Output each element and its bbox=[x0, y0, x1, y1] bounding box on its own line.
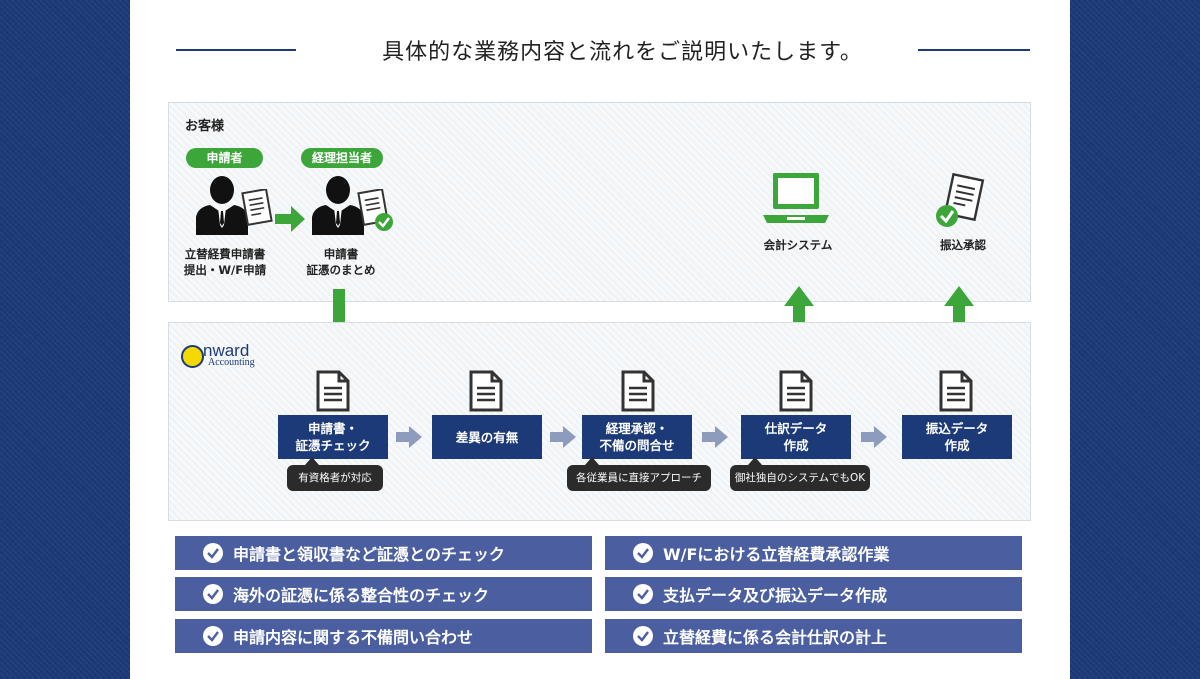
feature-text-5: 申請内容に関する不備問い合わせ bbox=[233, 628, 474, 647]
page-title: 具体的な業務内容と流れをご説明いたします。 bbox=[382, 40, 863, 65]
title-divider-right bbox=[918, 49, 1030, 51]
step-5-line2: 作成 bbox=[944, 438, 970, 453]
step-document-icon-1 bbox=[316, 370, 350, 412]
step-box-approval-inquiry: 経理承認・不備の問合せ bbox=[582, 415, 692, 459]
feature-item-3: 海外の証憑に係る整合性のチェック bbox=[175, 577, 592, 611]
transfer-approval-document-icon bbox=[936, 173, 985, 227]
title-divider-left bbox=[176, 49, 296, 51]
accounting-system-caption: 会計システム bbox=[763, 238, 833, 252]
manager-caption-line1: 申請書 bbox=[323, 247, 359, 261]
arrow-right-gray-icon-4 bbox=[861, 426, 887, 448]
manager-caption-line2: 証憑のまとめ bbox=[306, 263, 376, 277]
onward-logo-word: nward bbox=[203, 341, 250, 360]
role-badge-applicant: 申請者 bbox=[186, 148, 263, 168]
step-document-icon-2 bbox=[469, 370, 503, 412]
feature-item-4: 支払データ及び振込データ作成 bbox=[605, 577, 1022, 611]
check-circle-icon bbox=[633, 584, 653, 604]
arrow-right-gray-icon-2 bbox=[550, 426, 576, 448]
step-document-icon-5 bbox=[939, 370, 973, 412]
step-1-line2: 証憑チェック bbox=[295, 438, 371, 453]
step-3-line1: 経理承認・ bbox=[605, 421, 669, 436]
step-box-discrepancy: 差異の有無 bbox=[432, 415, 542, 459]
onward-logo-sub: Accounting bbox=[208, 357, 255, 368]
applicant-person-icon bbox=[196, 176, 248, 235]
arrow-up-green-icon-transfer bbox=[944, 286, 974, 342]
feature-text-6: 立替経費に係る会計仕訳の計上 bbox=[663, 628, 888, 647]
role-badge-manager: 経理担当者 bbox=[301, 148, 383, 168]
check-circle-icon bbox=[203, 543, 223, 563]
onward-logo-circle-icon bbox=[181, 345, 204, 368]
note-direct-approach: 各従業員に直接アプローチ bbox=[567, 457, 711, 491]
client-label: お客様 bbox=[185, 119, 225, 134]
arrow-right-gray-icon-1 bbox=[396, 426, 422, 448]
step-4-line1: 仕訳データ bbox=[764, 421, 828, 436]
client-panel: お客様 申請者 経理担当者 立替経費申請書 提出・W/F申請 bbox=[168, 102, 1031, 302]
applicant-caption: 立替経費申請書 提出・W/F申請 bbox=[173, 246, 277, 278]
feature-item-2: W/Fにおける立替経費承認作業 bbox=[605, 536, 1022, 570]
content-page: 具体的な業務内容と流れをご説明いたします。 お客様 申請者 経理担当者 立替経費… bbox=[130, 0, 1070, 679]
check-circle-icon bbox=[633, 626, 653, 646]
step-1-line1: 申請書・ bbox=[307, 421, 358, 436]
arrow-right-green-icon bbox=[275, 206, 305, 232]
step-3-line2: 不備の問合せ bbox=[599, 438, 675, 453]
note-custom-system-ok: 御社独自のシステムでもOK bbox=[730, 457, 870, 491]
feature-text-1: 申請書と領収書など証憑とのチェック bbox=[233, 545, 505, 564]
step-document-icon-3 bbox=[621, 370, 655, 412]
check-circle-icon bbox=[203, 626, 223, 646]
feature-text-2: W/Fにおける立替経費承認作業 bbox=[663, 545, 890, 564]
title-row: 具体的な業務内容と流れをご説明いたします。 bbox=[130, 28, 1070, 72]
feature-item-1: 申請書と領収書など証憑とのチェック bbox=[175, 536, 592, 570]
manager-person-icon bbox=[312, 176, 364, 235]
check-circle-icon bbox=[633, 543, 653, 563]
manager-checked-document-icon bbox=[357, 189, 393, 231]
applicant-caption-line2: 提出・W/F申請 bbox=[183, 263, 267, 277]
feature-text-4: 支払データ及び振込データ作成 bbox=[663, 586, 888, 605]
feature-text-3: 海外の証憑に係る整合性のチェック bbox=[233, 586, 490, 605]
arrow-right-gray-icon-3 bbox=[702, 426, 728, 448]
check-circle-icon bbox=[203, 584, 223, 604]
manager-caption: 申請書 証憑のまとめ bbox=[289, 246, 393, 278]
transfer-approval-caption: 振込承認 bbox=[940, 238, 986, 252]
step-box-transfer-data: 振込データ作成 bbox=[902, 415, 1012, 459]
arrow-up-green-icon-accounting bbox=[784, 286, 814, 342]
applicant-caption-line1: 立替経費申請書 bbox=[184, 247, 266, 261]
step-4-line2: 作成 bbox=[783, 438, 809, 453]
feature-item-5: 申請内容に関する不備問い合わせ bbox=[175, 619, 592, 653]
feature-item-6: 立替経費に係る会計仕訳の計上 bbox=[605, 619, 1022, 653]
step-5-line1: 振込データ bbox=[925, 421, 989, 436]
step-box-document-check: 申請書・証憑チェック bbox=[278, 415, 388, 459]
step-box-journal-data: 仕訳データ作成 bbox=[741, 415, 851, 459]
step-2-line1: 差異の有無 bbox=[455, 429, 519, 445]
note-qualified-staff: 有資格者が対応 bbox=[287, 457, 383, 491]
step-document-icon-4 bbox=[779, 370, 813, 412]
applicant-document-icon bbox=[241, 189, 273, 226]
laptop-icon bbox=[763, 173, 829, 223]
